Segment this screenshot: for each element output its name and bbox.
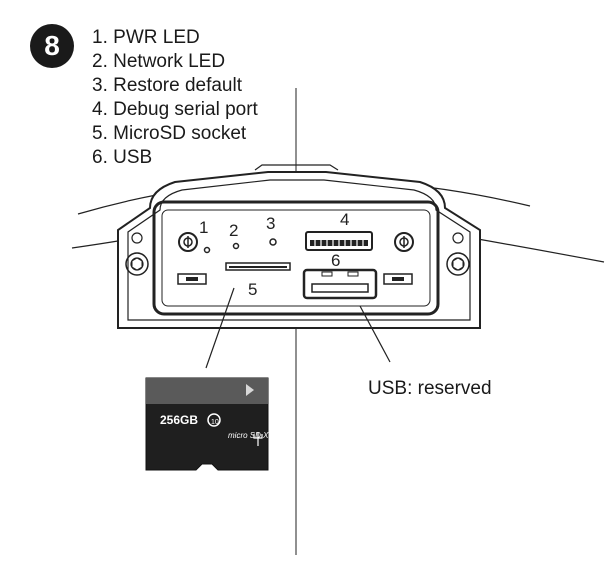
marker-5: 5 (248, 280, 257, 299)
uhs-icon (253, 432, 263, 446)
legend-num: 6. (92, 147, 108, 168)
usb-port (302, 268, 378, 300)
legend-num: 4. (92, 99, 108, 120)
restore-default-hole (269, 238, 277, 246)
sd-class-mark: 10 (211, 419, 219, 426)
sd-leader-line (205, 287, 235, 369)
legend-label: Network LED (113, 51, 226, 72)
left-bracket-slot (177, 273, 207, 285)
legend-num: 2. (92, 51, 108, 72)
step-number-badge: 8 (30, 24, 74, 68)
marker-2: 2 (229, 221, 238, 240)
legend-label: PWR LED (113, 27, 200, 48)
insert-arrow-icon (246, 384, 254, 396)
inner-screw-right (394, 232, 414, 252)
debug-serial-port (305, 231, 373, 251)
legend-label: Debug serial port (113, 99, 258, 120)
panel-inner-line (161, 209, 431, 307)
microsd-card: 256GB 10 micro SD XC (145, 377, 274, 471)
legend-item-network-led: 2. Network LED (92, 50, 258, 74)
sd-logo: micro SD XC (228, 431, 274, 440)
legend-num: 5. (92, 123, 108, 144)
legend-item-usb: 6. USB (92, 146, 258, 170)
housing-left-arc (71, 239, 125, 249)
panel-inner-frame (152, 200, 440, 316)
left-side-screw (125, 232, 149, 276)
legend-item-restore-default: 3. Restore default (92, 74, 258, 98)
marker-4: 4 (340, 210, 349, 229)
component-legend: 1. PWR LED 2. Network LED 3. Restore def… (92, 26, 258, 170)
legend-num: 3. (92, 75, 108, 96)
housing-right-arc (471, 237, 605, 263)
panel-mid (127, 179, 471, 321)
usb-reserved-note: USB: reserved (368, 378, 492, 399)
legend-num: 1. (92, 27, 108, 48)
legend-item-microsd-socket: 5. MicroSD socket (92, 122, 258, 146)
class-10-icon (207, 413, 221, 427)
marker-1: 1 (199, 218, 208, 237)
sd-capacity: 256GB (160, 413, 198, 427)
legend-label: MicroSD socket (113, 123, 247, 144)
pwr-led (203, 246, 211, 254)
right-bracket-slot (383, 273, 413, 285)
legend-item-debug-serial-port: 4. Debug serial port (92, 98, 258, 122)
housing-ridge (254, 164, 339, 171)
usb-leader-line (359, 305, 391, 363)
marker-6: 6 (331, 251, 340, 270)
marker-3: 3 (266, 214, 275, 233)
legend-item-pwr-led: 1. PWR LED (92, 26, 258, 50)
inner-screw-left (178, 232, 198, 252)
panel-outer (117, 171, 481, 329)
legend-label: USB (113, 147, 153, 168)
microsd-slot (225, 262, 291, 271)
right-side-screw (446, 232, 470, 276)
network-led (232, 242, 240, 250)
legend-label: Restore default (113, 75, 242, 96)
